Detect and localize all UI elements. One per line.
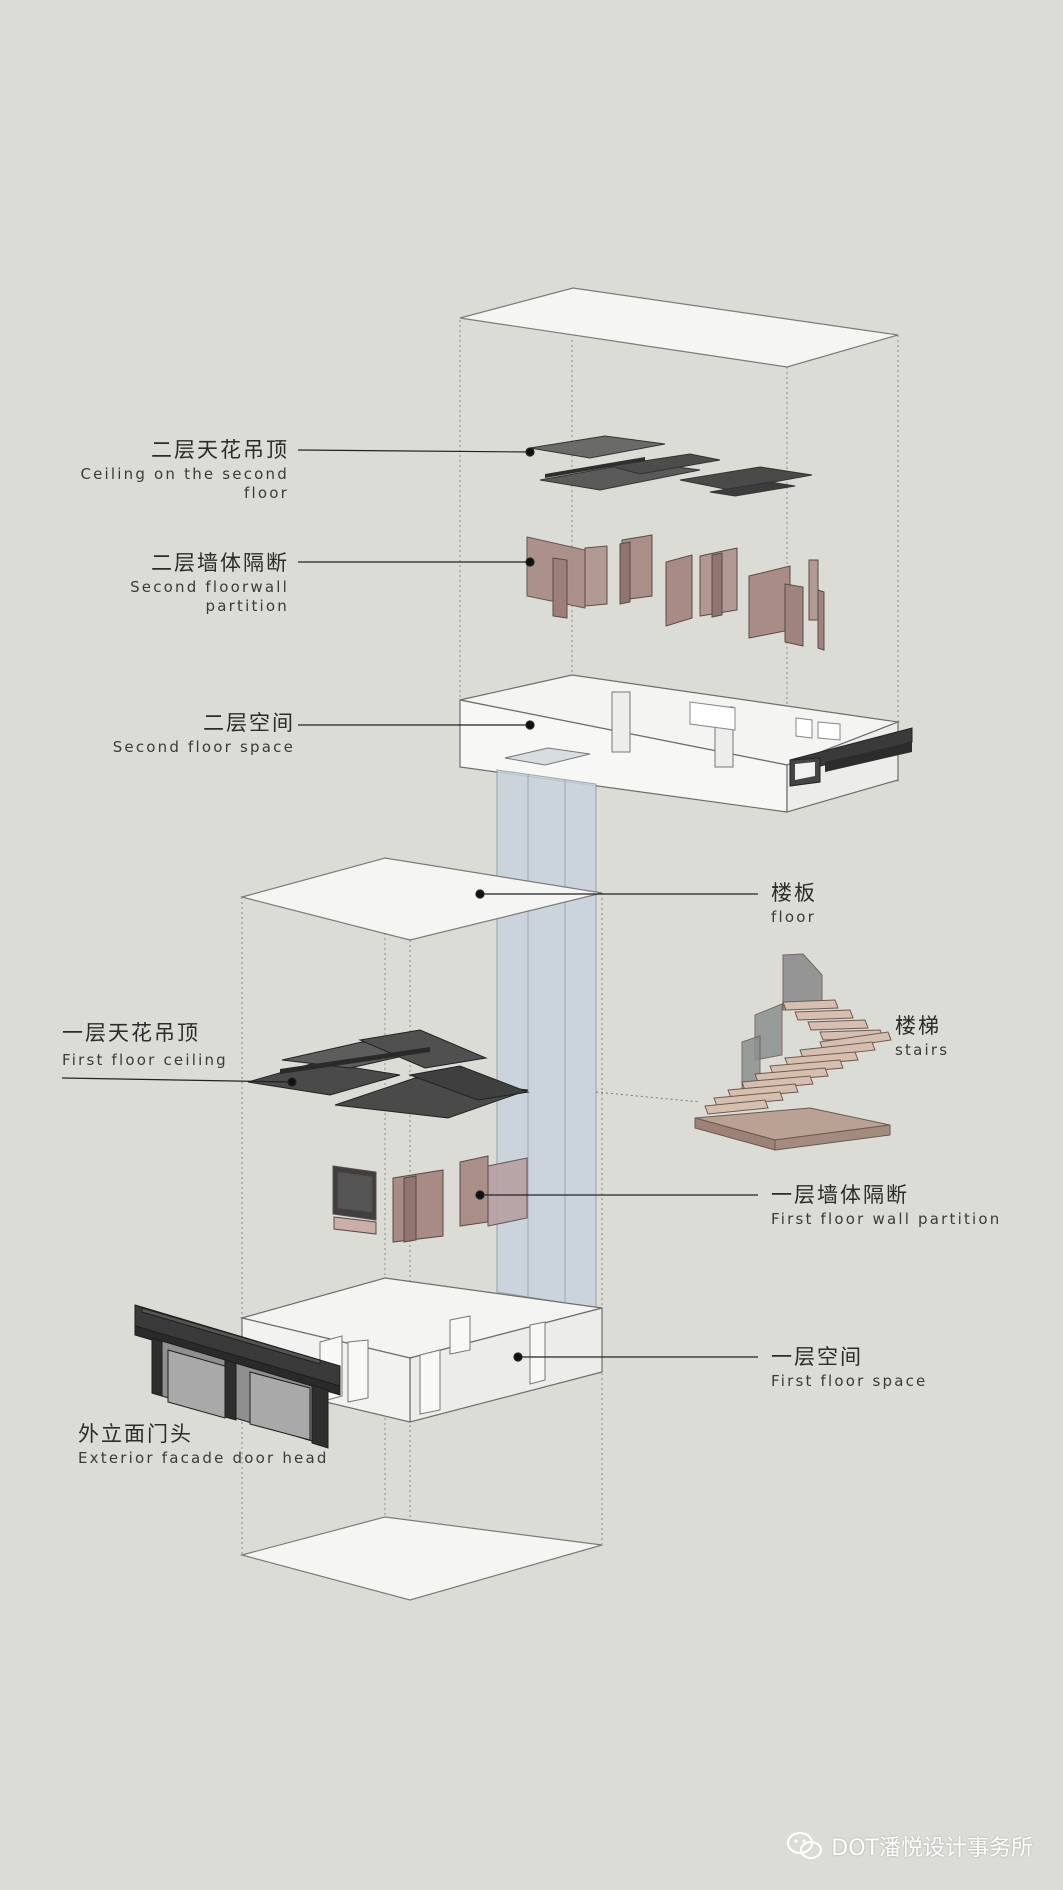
label-wall-second-floor: 二层墙体隔断 Second floorwall partition bbox=[130, 553, 289, 614]
label-zh: 二层天花吊顶 bbox=[151, 438, 289, 462]
label-en: Exterior facade door head bbox=[78, 1449, 329, 1467]
label-zh: 一层墙体隔断 bbox=[771, 1183, 909, 1207]
label-en: Second floor space bbox=[112, 738, 295, 756]
label-space-second-floor: 二层空间 Second floor space bbox=[113, 713, 295, 755]
label-en: floor bbox=[244, 484, 289, 502]
label-exterior-facade: 外立面门头 Exterior facade door head bbox=[78, 1424, 329, 1466]
label-ceiling-second-floor: 二层天花吊顶 Ceiling on the second floor bbox=[80, 440, 289, 501]
label-zh: 二层墙体隔断 bbox=[151, 551, 289, 575]
exterior-facade-door-head bbox=[134, 1304, 341, 1449]
label-en: First floor space bbox=[771, 1372, 928, 1390]
second-floor-ceiling bbox=[529, 435, 813, 497]
label-en: stairs bbox=[895, 1041, 950, 1059]
ground-slab bbox=[239, 1516, 603, 1601]
label-stairs: 楼梯 stairs bbox=[895, 1016, 949, 1058]
label-zh: 二层空间 bbox=[203, 711, 295, 735]
second-floor-wall-partitions bbox=[526, 534, 825, 651]
label-space-first-floor: 一层空间 First floor space bbox=[771, 1347, 927, 1389]
floor-slab bbox=[239, 857, 603, 941]
label-zh: 外立面门头 bbox=[78, 1422, 193, 1446]
watermark-text: DOT潘悦设计事务所 bbox=[831, 1836, 1033, 1861]
label-zh: 一层空间 bbox=[771, 1345, 863, 1369]
first-floor-wall-partitions bbox=[332, 1155, 528, 1243]
stairs-dotted-leader bbox=[595, 1091, 701, 1103]
leader-lines bbox=[61, 447, 758, 1362]
label-en: Ceiling on the second bbox=[80, 465, 289, 483]
label-en: Second floorwall bbox=[130, 578, 289, 596]
label-zh: 楼板 bbox=[771, 881, 817, 905]
label-zh: 楼梯 bbox=[895, 1014, 941, 1038]
label-ceiling-first-floor: 一层天花吊顶 First floor ceiling bbox=[62, 1023, 228, 1068]
stairs-model bbox=[694, 953, 892, 1151]
label-zh: 一层天花吊顶 bbox=[62, 1021, 200, 1045]
first-floor-ceiling bbox=[247, 1029, 530, 1119]
label-wall-first-floor: 一层墙体隔断 First floor wall partition bbox=[771, 1185, 1002, 1227]
label-en: First floor wall partition bbox=[771, 1210, 1002, 1228]
label-en: floor bbox=[771, 908, 816, 926]
second-floor-roof-slab bbox=[459, 287, 899, 368]
label-en: First floor ceiling bbox=[62, 1051, 228, 1069]
glass-shaft bbox=[496, 769, 597, 1309]
label-floor-slab: 楼板 floor bbox=[771, 883, 817, 925]
label-en: partition bbox=[205, 597, 289, 615]
second-floor-space bbox=[459, 674, 913, 813]
watermark: DOT潘悦设计事务所 bbox=[787, 1830, 1033, 1862]
wechat-icon bbox=[787, 1832, 823, 1859]
